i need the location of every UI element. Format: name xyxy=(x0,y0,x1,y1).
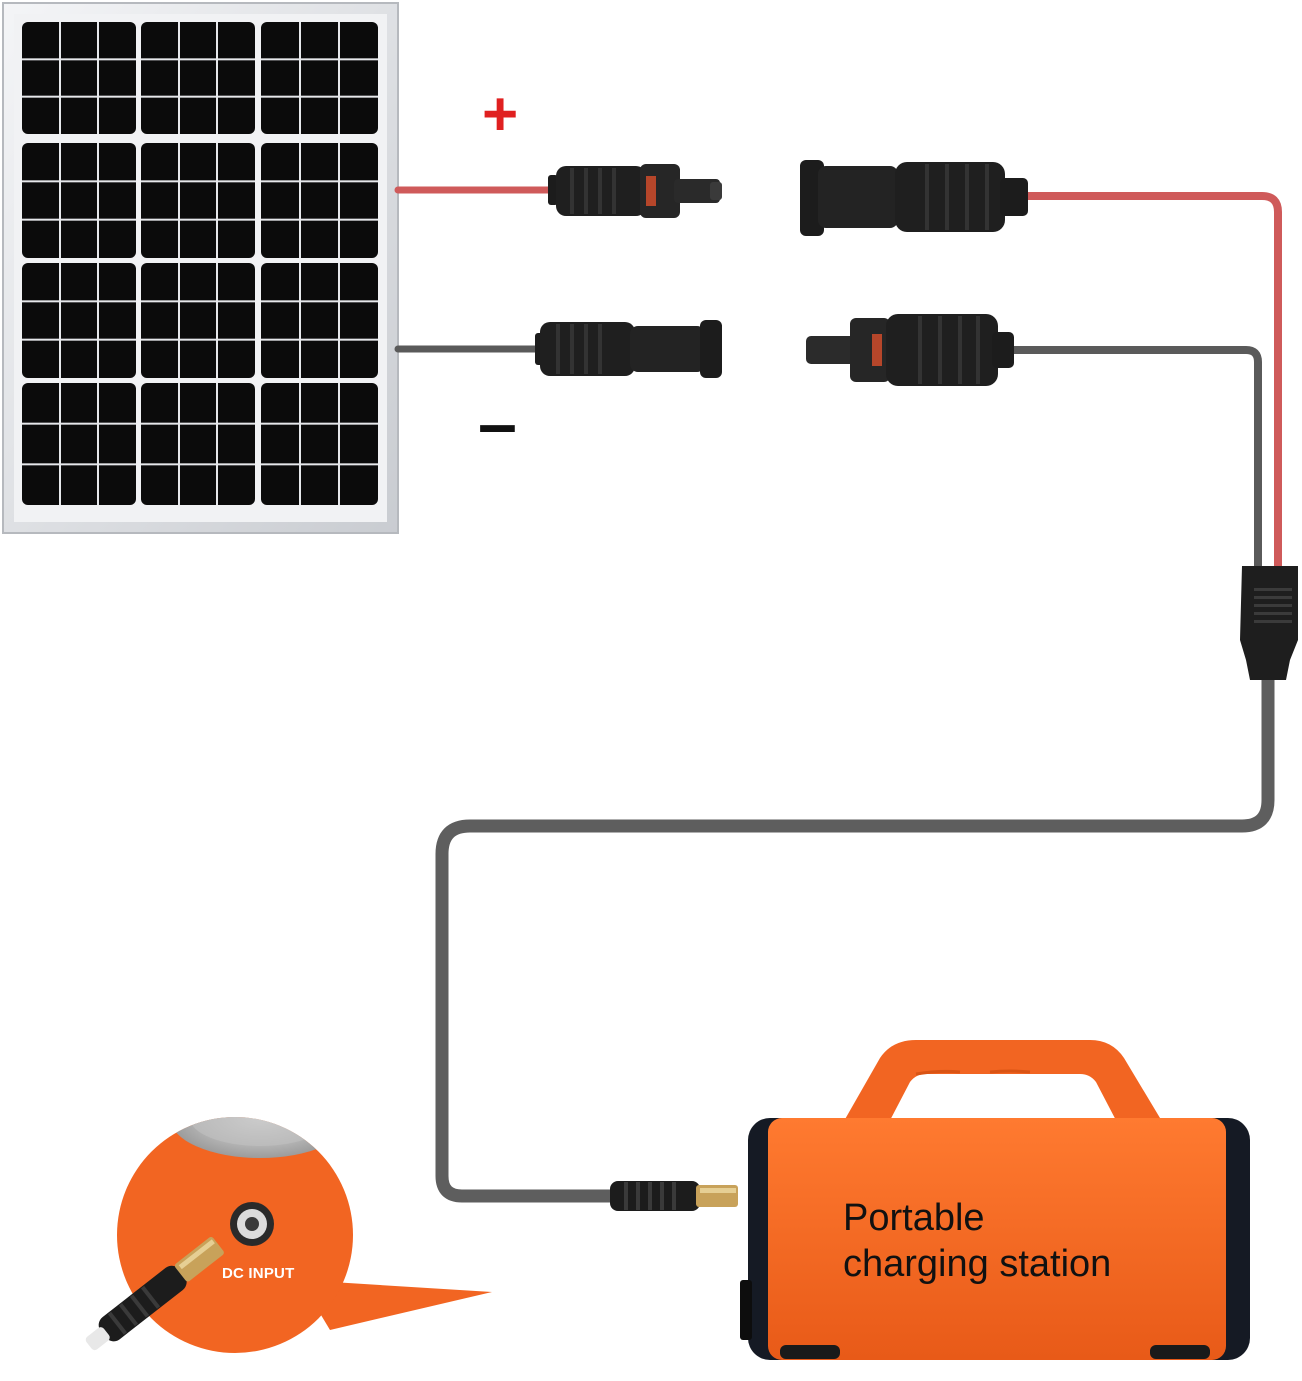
solar-panel-icon xyxy=(2,2,399,534)
negative-wire xyxy=(394,345,1275,1203)
portable-power-station-icon xyxy=(740,1040,1250,1360)
dc-input-port-icon xyxy=(230,1202,274,1246)
dc-input-callout xyxy=(85,1117,492,1353)
mc4-connector-icon xyxy=(800,160,1028,236)
dc-barrel-plug-icon xyxy=(610,1181,738,1211)
dc-barrel-plug-icon xyxy=(85,1236,224,1351)
solar-cell xyxy=(141,143,255,258)
solar-cell xyxy=(141,263,255,378)
mc4-connector-icon xyxy=(548,164,722,218)
solar-cell xyxy=(141,383,255,505)
negative-label: – xyxy=(478,384,517,462)
positive-wire xyxy=(394,186,1282,574)
mc4-connector-icon xyxy=(535,320,722,378)
solar-cell xyxy=(261,383,378,505)
solar-cell xyxy=(261,263,378,378)
station-label-line2: charging station xyxy=(843,1243,1112,1285)
solar-cell xyxy=(22,22,136,134)
solar-cell xyxy=(22,143,136,258)
solar-cell xyxy=(22,383,136,505)
solar-cell xyxy=(141,22,255,134)
solar-cell xyxy=(261,143,378,258)
station-label-line1: Portable xyxy=(843,1197,985,1239)
positive-label: + xyxy=(482,80,519,149)
station-label: Portable charging station xyxy=(843,1195,1203,1287)
y-splitter-icon xyxy=(1240,566,1298,680)
mc4-connector-icon xyxy=(806,314,1014,386)
solar-cell xyxy=(261,22,378,134)
dc-input-label: DC INPUT xyxy=(222,1265,295,1282)
solar-cell xyxy=(22,263,136,378)
